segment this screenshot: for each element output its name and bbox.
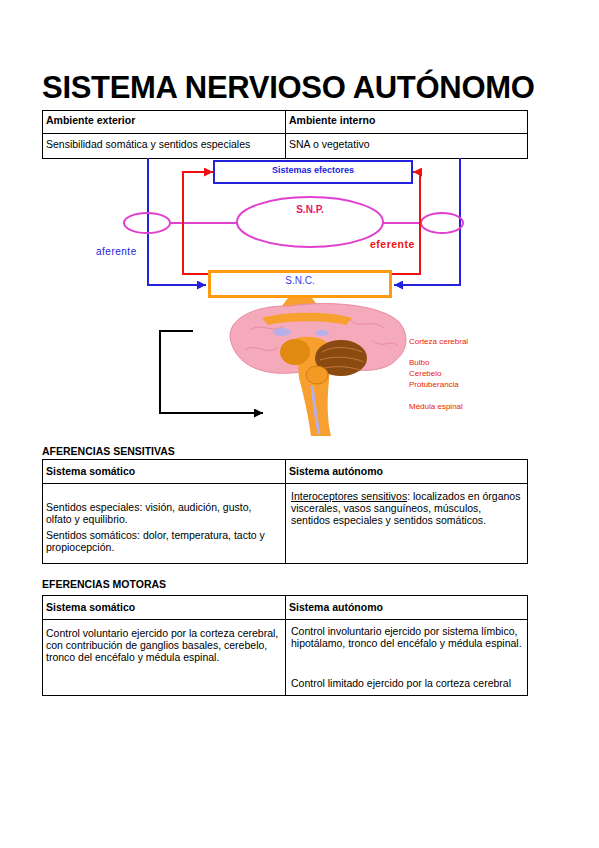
label-text: Corteza cerebral [409, 337, 468, 346]
part-label: Médula espinal [409, 402, 509, 411]
table-cell: Sentidos somáticos: dolor, temperatura, … [46, 529, 278, 553]
label-text: aferente [96, 246, 137, 257]
table-cell: Sistema autónomo [289, 465, 524, 477]
table-cell: Sensibilidad somática y sentidos especia… [46, 138, 281, 150]
brain-illustration [230, 298, 406, 436]
ventricle [273, 328, 291, 336]
label-text: SNA o vegetativo [289, 138, 370, 150]
table-rule [43, 133, 528, 134]
label-text: Sentidos especiales: visión, audición, g… [46, 501, 251, 525]
ganglion-ellipse [124, 213, 170, 233]
label-text: Médula espinal [409, 402, 463, 411]
table-cell: Control involuntario ejercido por sistem… [291, 625, 523, 649]
snp-ellipse: S.N.P. [236, 196, 384, 248]
bracket-arrow [160, 331, 263, 413]
nerve-line [383, 222, 421, 224]
thalamus [280, 339, 310, 365]
table-border [43, 460, 528, 564]
section-heading: EFERENCIAS MOTORAS [42, 578, 342, 590]
label-text: Cerebelo [409, 369, 441, 378]
label-text: Sensibilidad somática y sentidos especia… [46, 138, 250, 150]
label-text: Ambiente interno [289, 114, 375, 126]
label-text: Sistema autónomo [289, 465, 383, 477]
part-label: Cerebelo [409, 369, 509, 378]
node-label: S.N.P. [236, 204, 384, 215]
table-cell: Control limitado ejercido por la corteza… [291, 677, 523, 689]
label-text: AFERENCIAS SENSITIVAS [42, 445, 175, 457]
afferent-line [394, 158, 460, 285]
part-label: Protuberancia [409, 380, 509, 389]
nerve-line [170, 222, 237, 224]
table-rule [285, 111, 286, 159]
section-heading: AFERENCIAS SENSITIVAS [42, 445, 342, 457]
snc-box: S.N.C. [208, 270, 392, 298]
pons [306, 366, 328, 384]
table-grid [43, 596, 528, 696]
label-text: Sentidos somáticos: dolor, temperatura, … [46, 529, 265, 553]
table-cell: Sistema autónomo [289, 601, 524, 613]
table-cell: Control voluntario ejercido por la corte… [46, 627, 282, 663]
label-text: Sistema somático [46, 465, 135, 477]
corpus-callosum [262, 313, 352, 325]
table-cell: SNA o vegetativo [289, 138, 524, 150]
table-border [43, 596, 528, 696]
table-rule [285, 460, 286, 564]
part-label: Bulbo [409, 358, 509, 367]
table-cell: Ambiente exterior [46, 114, 281, 126]
label-text: Ambiente exterior [46, 114, 135, 126]
label-text: EFERENCIAS MOTORAS [42, 578, 166, 590]
ventricle [315, 330, 329, 336]
ellipse-outline [236, 196, 384, 248]
efferent-arrow [183, 172, 213, 274]
table-cell: Sistema somático [46, 601, 281, 613]
afferent-line [148, 158, 206, 285]
table-grid [43, 460, 528, 564]
label-text: Control limitado ejercido por la corteza… [291, 677, 511, 689]
edge-label: eferente [370, 238, 415, 250]
label-text: Control voluntario ejercido por la corte… [46, 627, 278, 663]
label-text: Bulbo [409, 358, 429, 367]
table-cell: Ambiente interno [289, 114, 524, 126]
table-rule [43, 619, 528, 620]
label-text: Protuberancia [409, 380, 459, 389]
table-border [43, 111, 528, 159]
ellipse-shape [237, 197, 383, 247]
ganglion-ellipse [421, 213, 463, 233]
table-rule [43, 483, 528, 484]
table-rule [285, 596, 286, 696]
table-cell: Sistema somático [46, 465, 281, 477]
node-label: S.N.C. [211, 275, 389, 286]
label-text: Interoceptores sensitivos [291, 490, 407, 502]
spinal-canal [312, 386, 319, 434]
label-text: Sistema autónomo [289, 601, 383, 613]
part-label: Corteza cerebral [409, 337, 509, 346]
table-grid [43, 111, 528, 159]
table-cell: Sentidos especiales: visión, audición, g… [46, 501, 278, 525]
efferent-arrow [392, 172, 420, 274]
label-text: Sistema somático [46, 601, 135, 613]
page-title: SISTEMA NERVIOSO AUTÓNOMO [42, 70, 535, 106]
effector-box: Sistemas efectores [213, 160, 413, 184]
table-cell: Interoceptores sensitivos: localizados e… [291, 490, 521, 526]
flow-label: aferente [96, 246, 156, 257]
node-label: Sistemas efectores [215, 165, 411, 175]
cerebellum-folia [320, 348, 364, 371]
label-text: Control involuntario ejercido por sistem… [291, 625, 522, 649]
